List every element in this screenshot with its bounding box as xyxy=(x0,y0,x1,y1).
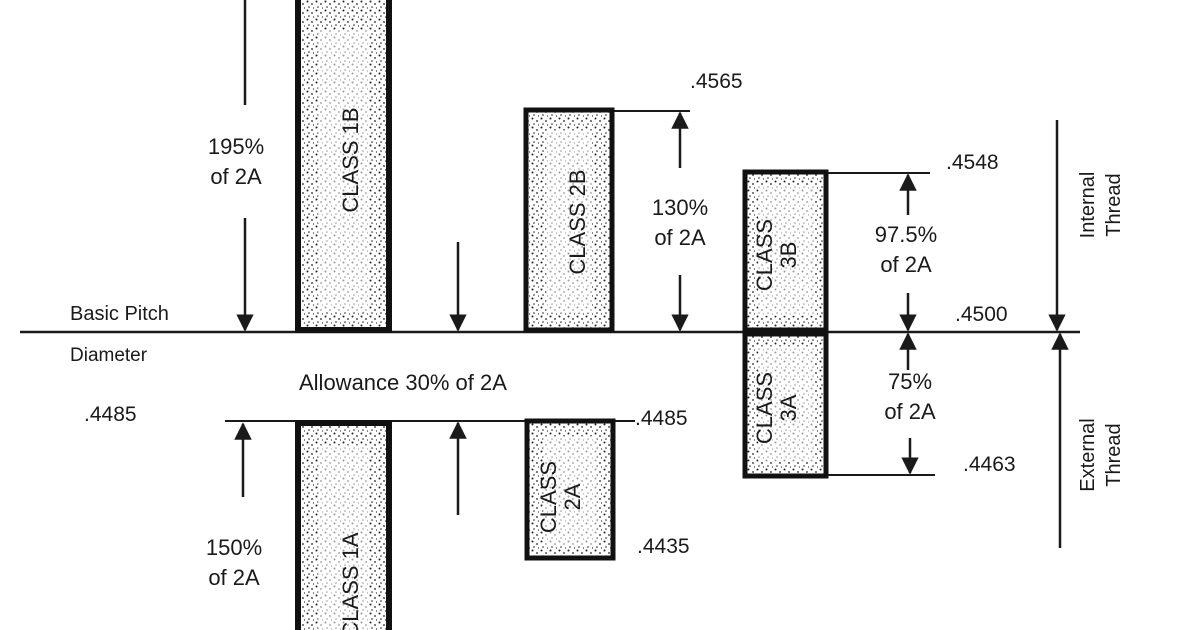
value-4463: .4463 xyxy=(963,453,1016,476)
class-2b-label: CLASS 2B xyxy=(565,169,590,274)
class-1a-box xyxy=(295,420,392,630)
class-2a-label: CLASS2A xyxy=(536,461,585,533)
value-4500: .4500 xyxy=(955,303,1008,326)
percent-975: 97.5%of 2A xyxy=(875,222,937,277)
value-4435: .4435 xyxy=(637,535,690,558)
value-4548: .4548 xyxy=(946,151,999,174)
value-4565: .4565 xyxy=(690,70,743,93)
class-1b-label: CLASS 1B xyxy=(338,107,363,212)
class-3a-box xyxy=(742,331,829,479)
class-2a-box xyxy=(524,418,616,561)
allowance-label: Allowance 30% of 2A xyxy=(299,370,507,395)
class-1a-label: CLASS 1A xyxy=(338,532,363,630)
class-3b-box xyxy=(742,169,829,333)
percent-150: 150%of 2A xyxy=(206,535,262,590)
basic-pitch-label: Basic Pitch xyxy=(70,303,169,325)
percent-195: 195%of 2A xyxy=(208,134,264,189)
class-3b-label: CLASS3B xyxy=(752,219,801,291)
value-4485-left: .4485 xyxy=(84,403,137,426)
percent-75: 75%of 2A xyxy=(884,369,936,424)
class-1b-box xyxy=(295,0,392,333)
value-4485-right: .4485 xyxy=(635,407,688,430)
percent-130: 130%of 2A xyxy=(652,195,708,250)
class-2b-box xyxy=(523,107,615,333)
diameter-label: Diameter xyxy=(70,345,148,366)
class-3a-label: CLASS3A xyxy=(752,372,801,444)
